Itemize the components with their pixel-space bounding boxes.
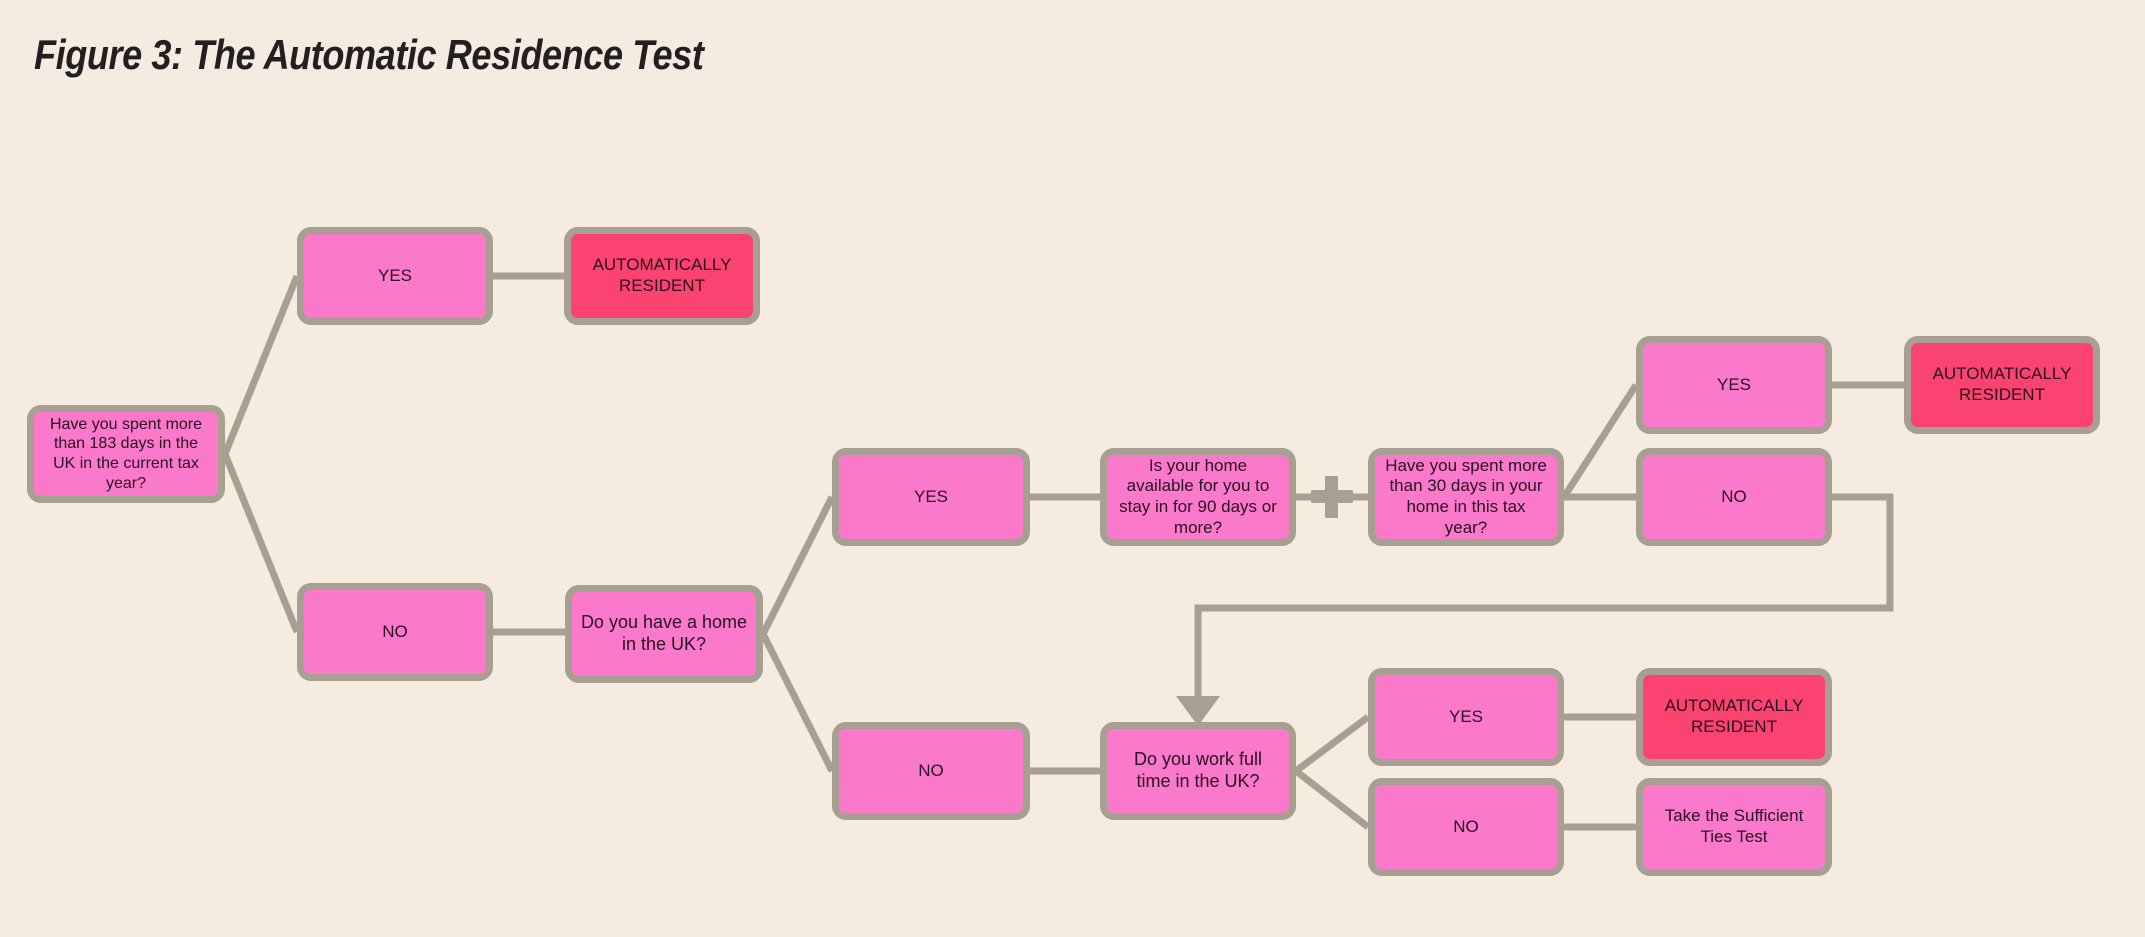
node-label: NO bbox=[1453, 816, 1479, 836]
node-label: NO bbox=[918, 760, 944, 780]
node-answer-yes-home[interactable]: YES bbox=[832, 448, 1030, 546]
node-question-30-days-in-home[interactable]: Have you spent more than 30 days in your… bbox=[1368, 448, 1564, 546]
edge-qhome-yes bbox=[759, 495, 836, 636]
edge-work-yes bbox=[1293, 714, 1371, 774]
node-label: AUTOMATICALLY RESIDENT bbox=[592, 255, 732, 295]
node-label: Do you have a home in the UK? bbox=[580, 612, 748, 654]
node-question-work-full-time[interactable]: Do you work full time in the UK? bbox=[1100, 722, 1296, 820]
node-label: YES bbox=[1716, 374, 1752, 394]
edge-q183-yes bbox=[221, 274, 301, 456]
node-terminal-sufficient-ties-test[interactable]: Take the Sufficient Ties Test bbox=[1636, 778, 1832, 876]
node-answer-no-183[interactable]: NO bbox=[297, 583, 493, 681]
edge-q30-yes bbox=[1561, 383, 1639, 499]
node-label: NO bbox=[382, 621, 408, 641]
node-answer-no-work[interactable]: NO bbox=[1368, 778, 1564, 876]
node-label: AUTOMATICALLY RESIDENT bbox=[1932, 364, 2072, 404]
edge-no30-work-route bbox=[1194, 493, 1894, 700]
node-question-183-days[interactable]: Have you spent more than 183 days in the… bbox=[27, 405, 225, 503]
edge-qhome-no bbox=[759, 632, 836, 773]
node-label: YES bbox=[1448, 706, 1484, 726]
edge-work-no bbox=[1293, 768, 1371, 830]
node-terminal-automatically-resident-2[interactable]: AUTOMATICALLY RESIDENT bbox=[1904, 336, 2100, 434]
plus-operator-icon bbox=[1311, 476, 1353, 518]
node-label: NO bbox=[1721, 486, 1747, 506]
node-label: YES bbox=[377, 265, 413, 285]
node-terminal-automatically-resident-1[interactable]: AUTOMATICALLY RESIDENT bbox=[564, 227, 760, 325]
node-question-home-available-90-days[interactable]: Is your home available for you to stay i… bbox=[1100, 448, 1296, 546]
node-label: AUTOMATICALLY RESIDENT bbox=[1664, 696, 1804, 736]
figure-title: Figure 3: The Automatic Residence Test bbox=[34, 31, 704, 78]
node-terminal-automatically-resident-3[interactable]: AUTOMATICALLY RESIDENT bbox=[1636, 668, 1832, 766]
node-answer-no-30[interactable]: NO bbox=[1636, 448, 1832, 546]
node-label: Take the Sufficient Ties Test bbox=[1664, 806, 1804, 846]
arrowhead-icon bbox=[1176, 696, 1220, 726]
node-answer-yes-work[interactable]: YES bbox=[1368, 668, 1564, 766]
node-answer-no-home[interactable]: NO bbox=[832, 722, 1030, 820]
node-label: Have you spent more than 183 days in the… bbox=[49, 415, 203, 492]
edge-q183-no bbox=[221, 452, 301, 634]
node-answer-yes-183[interactable]: YES bbox=[297, 227, 493, 325]
node-answer-yes-30[interactable]: YES bbox=[1636, 336, 1832, 434]
node-label: Do you work full time in the UK? bbox=[1133, 749, 1263, 791]
node-question-home-in-uk[interactable]: Do you have a home in the UK? bbox=[565, 585, 763, 683]
node-label: Have you spent more than 30 days in your… bbox=[1385, 455, 1547, 537]
node-label: YES bbox=[913, 486, 949, 506]
node-label: Is your home available for you to stay i… bbox=[1119, 455, 1277, 537]
